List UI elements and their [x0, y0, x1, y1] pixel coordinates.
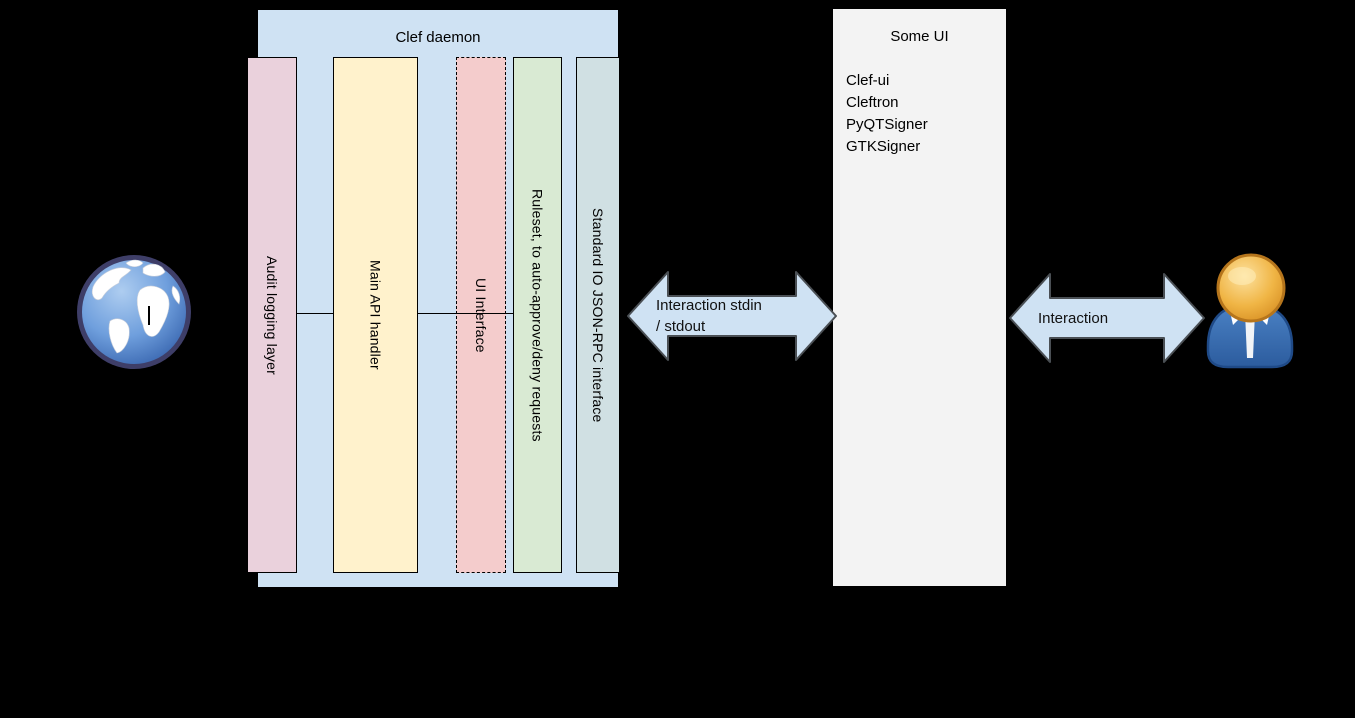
connector-audit-to-api [297, 313, 333, 314]
stdio-arrow-label: Interaction stdin / stdout [656, 295, 762, 337]
some-ui-list: Clef-ui Cleftron PyQTSigner GTKSigner [846, 70, 928, 158]
some-ui-box: Some UI Clef-ui Cleftron PyQTSigner GTKS… [832, 8, 1007, 587]
globe-icon [77, 255, 191, 369]
main-api-handler-column: Main API handler [333, 57, 418, 573]
some-ui-title: Some UI [890, 28, 949, 45]
stdio-arrow-label-line1: Interaction stdin [656, 297, 762, 314]
connector-api-to-ruleset [418, 313, 513, 314]
list-item-gtksigner: GTKSigner [846, 138, 921, 155]
user-head [1216, 253, 1286, 323]
audit-logging-layer-column: Audit logging layer [247, 57, 297, 573]
user-interaction-arrow [1009, 273, 1205, 363]
ui-interface-label: UI Interface [473, 277, 489, 353]
stdio-jsonrpc-label: Standard IO JSON-RPC interface [590, 207, 606, 423]
text-cursor-artifact [148, 306, 150, 325]
audit-logging-layer-label: Audit logging layer [264, 255, 280, 375]
list-item-pyqtsigner: PyQTSigner [846, 116, 928, 133]
stdio-arrow-label-line2: / stdout [656, 318, 706, 335]
ruleset-label: Ruleset, to auto-approve/deny requests [529, 188, 546, 442]
stdio-jsonrpc-column: Standard IO JSON-RPC interface [576, 57, 620, 573]
ui-interface-column: UI Interface [456, 57, 506, 573]
ruleset-column: Ruleset, to auto-approve/deny requests [513, 57, 562, 573]
clef-daemon-title: Clef daemon [395, 29, 481, 46]
main-api-handler-label: Main API handler [367, 260, 384, 370]
stdio-interaction-arrow [627, 271, 837, 361]
user-icon [1206, 253, 1294, 369]
list-item-clef-ui: Clef-ui [846, 72, 890, 89]
list-item-cleftron: Cleftron [846, 94, 899, 111]
user-arrow-label: Interaction [1038, 310, 1109, 327]
